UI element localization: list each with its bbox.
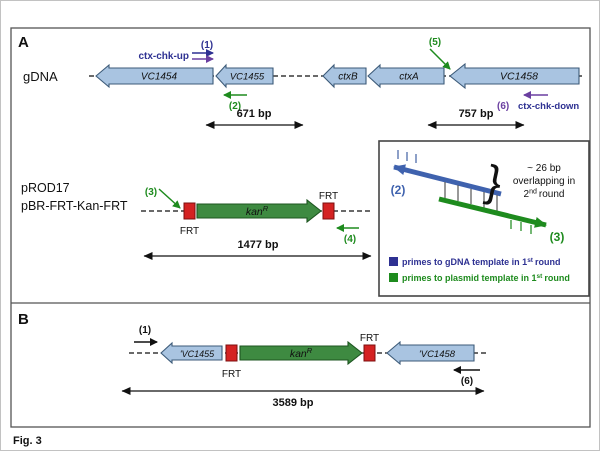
gene-label-vc1454: VC1454 [141,72,178,83]
legend-plasmid-sup: st [537,273,544,280]
frt-site-left [183,202,196,220]
frt-label-left: FRT [180,226,199,237]
gene-arrow-vc1454 [95,63,214,89]
primer-ctx-chk-down-label: ctx-chk-down [518,101,579,112]
gene-label-vc1458: VC1458 [500,71,538,83]
plasmid-name-line1: pROD17 [21,181,70,195]
overlap-inset-box [378,140,590,297]
kan-cassette-arrow-b [239,340,363,366]
frt-label-left-b: FRT [222,369,241,380]
length-1477bp-label: 1477 bp [238,239,279,251]
primer-ctx-chk-up-label: ctx-chk-up [138,51,189,62]
panel-b-label: B [18,311,29,328]
gene-arrow-vc1458-truncated [386,340,475,366]
length-3589bp-label: 3589 bp [273,397,314,409]
overlap-note-line1: ~ 26 bp [527,163,561,174]
kan-cassette-label: kanR [246,204,269,218]
gene-label-ctxa: ctxA [399,72,419,83]
gene-label-vc1455-truncated: 'VC1455 [180,349,215,359]
legend-gdna-swatch [389,257,398,266]
legend-gdna-sup: st [527,257,534,264]
primer-4-label: (4) [344,234,356,245]
kan-label-sup-b: R [307,346,313,355]
gene-arrow-ctxa [367,63,445,89]
length-757bp-label: 757 bp [459,108,494,120]
plasmid-name-line2: pBR-FRT-Kan-FRT [21,199,128,213]
frt-site-left-b [225,344,238,362]
gdna-track-label: gDNA [23,69,58,84]
inset-primer-2-label: (2) [391,183,406,197]
kan-cassette-arrow [196,198,322,224]
legend-gdna-base: primes to gDNA template in 1 [402,257,527,267]
product-primer-6-label: (6) [461,376,473,387]
gene-label-ctxb: ctxB [338,72,358,83]
inset-primer-3-arrow [438,196,547,228]
primer-5-label: (5) [429,37,441,48]
kan-label-base: kan [246,206,263,218]
product-primer-1-label: (1) [139,325,151,336]
frt-site-right-b [363,344,376,362]
legend-plasmid-rest: round [544,273,570,283]
frt-site-right [322,202,335,220]
gene-arrow-vc1458 [449,62,580,90]
figure-border [10,27,591,428]
kan-label-sup: R [263,204,269,213]
legend-gdna-rest: round [535,257,561,267]
kan-cassette-label-b: kanR [290,346,313,360]
legend-plasmid-swatch [389,273,398,282]
figure-caption: Fig. 3 [13,435,42,447]
gene-label-vc1455: VC1455 [230,72,265,83]
gene-arrow-ctxb [322,63,367,89]
gene-arrow-vc1455 [215,63,274,89]
primer-5-arrow [429,48,451,70]
primer-1-label: (1) [201,40,213,51]
gene-arrow-vc1455-truncated [160,341,223,365]
legend-plasmid-base: primes to plasmid template in 1 [402,273,537,283]
primer-6-label: (6) [497,101,509,112]
kan-label-base-b: kan [290,348,307,360]
primer-3-label: (3) [145,187,157,198]
overlap-rest: round [539,189,565,200]
overlap-note-line2: overlapping in [513,176,575,187]
frt-label-right: FRT [319,191,338,202]
gene-label-vc1458-truncated: 'VC1458 [419,349,456,360]
panel-a-label: A [18,34,29,51]
primer-2-label: (2) [229,101,241,112]
primer-3-arrow [158,188,181,209]
inset-primer-3-label: (3) [550,230,565,244]
overlap-sup: nd [529,189,537,196]
frt-label-right-b: FRT [360,333,379,344]
overlap-base: 2 [524,189,530,200]
length-671bp-label: 671 bp [237,108,272,120]
inset-primer-2-arrow [393,164,502,197]
